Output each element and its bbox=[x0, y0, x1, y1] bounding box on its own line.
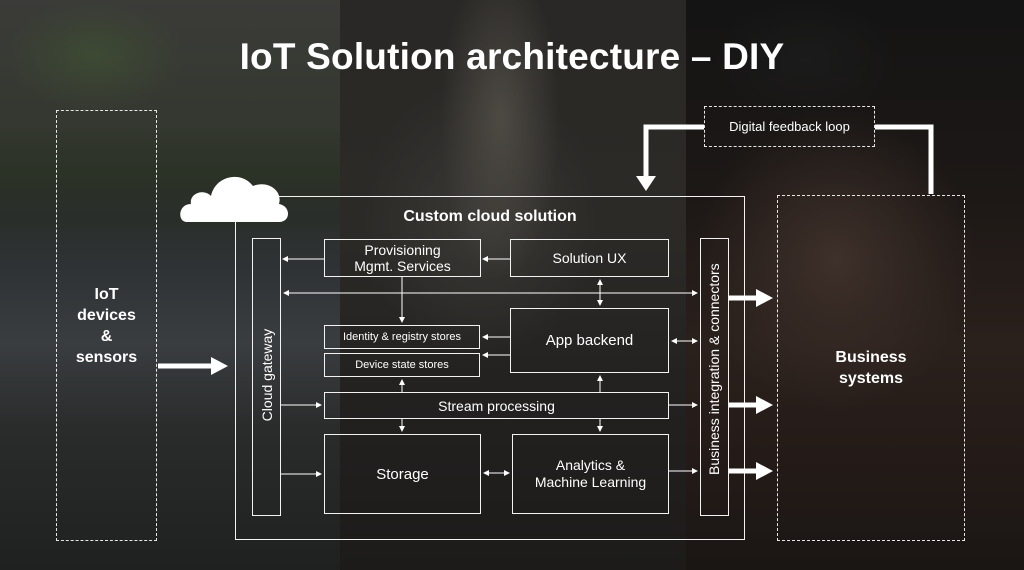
feedback-loop-left-arrow bbox=[643, 124, 704, 178]
device-state-box: Device state stores bbox=[324, 353, 480, 377]
background-photo-pangolin bbox=[340, 0, 686, 570]
cloud-gateway-box bbox=[252, 238, 281, 516]
cloud-icon bbox=[180, 176, 288, 222]
business-systems-box: Business systems bbox=[777, 195, 965, 541]
storage-box: Storage bbox=[324, 434, 481, 514]
app-backend-box: App backend bbox=[510, 308, 669, 373]
custom-cloud-container bbox=[235, 196, 745, 540]
business-systems-label: Business systems bbox=[835, 349, 907, 387]
background-photo-child bbox=[686, 0, 1024, 570]
page-title: IoT Solution architecture – DIY bbox=[239, 36, 785, 77]
custom-cloud-title: Custom cloud solution bbox=[403, 208, 577, 225]
iot-devices-label: IoT devices & sensors bbox=[75, 285, 138, 366]
solution-ux-box: Solution UX bbox=[510, 239, 669, 277]
stream-processing-box: Stream processing bbox=[324, 392, 669, 419]
feedback-loop-right-line bbox=[875, 124, 934, 194]
identity-registry-box: Identity & registry stores bbox=[324, 325, 480, 349]
feedback-loop-label: Digital feedback loop bbox=[729, 119, 850, 134]
business-integration-box bbox=[700, 238, 729, 516]
provisioning-box: Provisioning Mgmt. Services bbox=[324, 239, 481, 277]
feedback-loop-box: Digital feedback loop bbox=[704, 106, 875, 147]
iot-devices-box: IoT devices & sensors bbox=[56, 110, 157, 541]
analytics-ml-box: Analytics & Machine Learning bbox=[512, 434, 669, 514]
